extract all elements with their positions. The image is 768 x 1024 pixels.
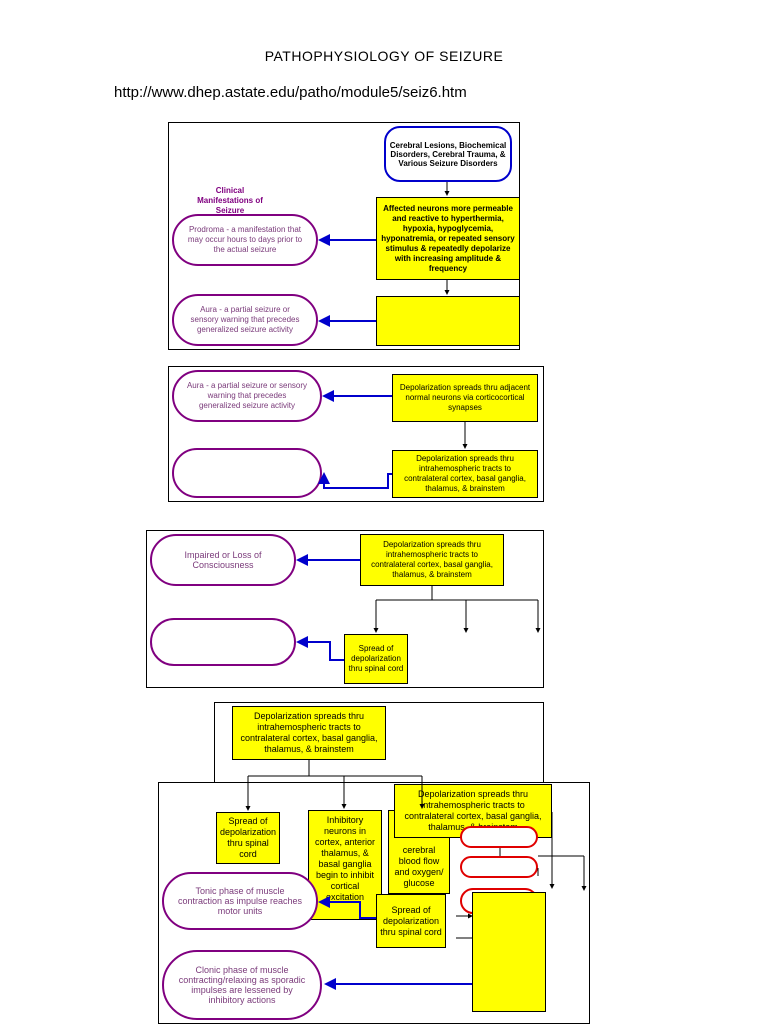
- tonic-oval: Tonic phase of muscle contraction as imp…: [162, 872, 318, 930]
- clonic-oval: Clonic phase of muscle contracting/relax…: [162, 950, 322, 1020]
- aura-oval-2: Aura - a partial seizure or sensory warn…: [172, 370, 322, 422]
- empty-box-1: [376, 296, 520, 346]
- intra-box-4-top: Depolarization spreads thru intrahemosph…: [232, 706, 386, 760]
- manifestations-label: Clinical Manifestations of Seizure: [197, 186, 263, 215]
- spinal-box-4-left: Spread of depolarization thru spinal cor…: [216, 812, 280, 864]
- intra-box-3: Depolarization spreads thru intrahemosph…: [360, 534, 504, 586]
- empty-oval-2: [172, 448, 322, 498]
- intra-box-2: Depolarization spreads thru intrahemosph…: [392, 450, 538, 498]
- red-oval-2: [460, 856, 538, 878]
- empty-oval-3: [150, 618, 296, 666]
- cause-box: Cerebral Lesions, Biochemical Disorders,…: [384, 126, 512, 182]
- page-title: PATHOPHYSIOLOGY OF SEIZURE: [264, 48, 504, 64]
- empty-box-4: [472, 892, 546, 1012]
- prodroma-oval: Prodroma - a manifestation that may occu…: [172, 214, 318, 266]
- cortico-box: Depolarization spreads thru adjacent nor…: [392, 374, 538, 422]
- neurons-box: Affected neurons more permeable and reac…: [376, 197, 520, 280]
- aura-oval-1: Aura - a partial seizure or sensory warn…: [172, 294, 318, 346]
- red-oval-1: [460, 826, 538, 848]
- spinal-box-4-mid: Spread of depolarization thru spinal cor…: [376, 894, 446, 948]
- spinal-box-3: Spread of depolarization thru spinal cor…: [344, 634, 408, 684]
- inhibitory-box: Inhibitory neurons in cortex, anterior t…: [308, 810, 382, 920]
- source-url[interactable]: http://www.dhep.astate.edu/patho/module5…: [114, 84, 467, 101]
- impaired-oval: Impaired or Loss of Consciousness: [150, 534, 296, 586]
